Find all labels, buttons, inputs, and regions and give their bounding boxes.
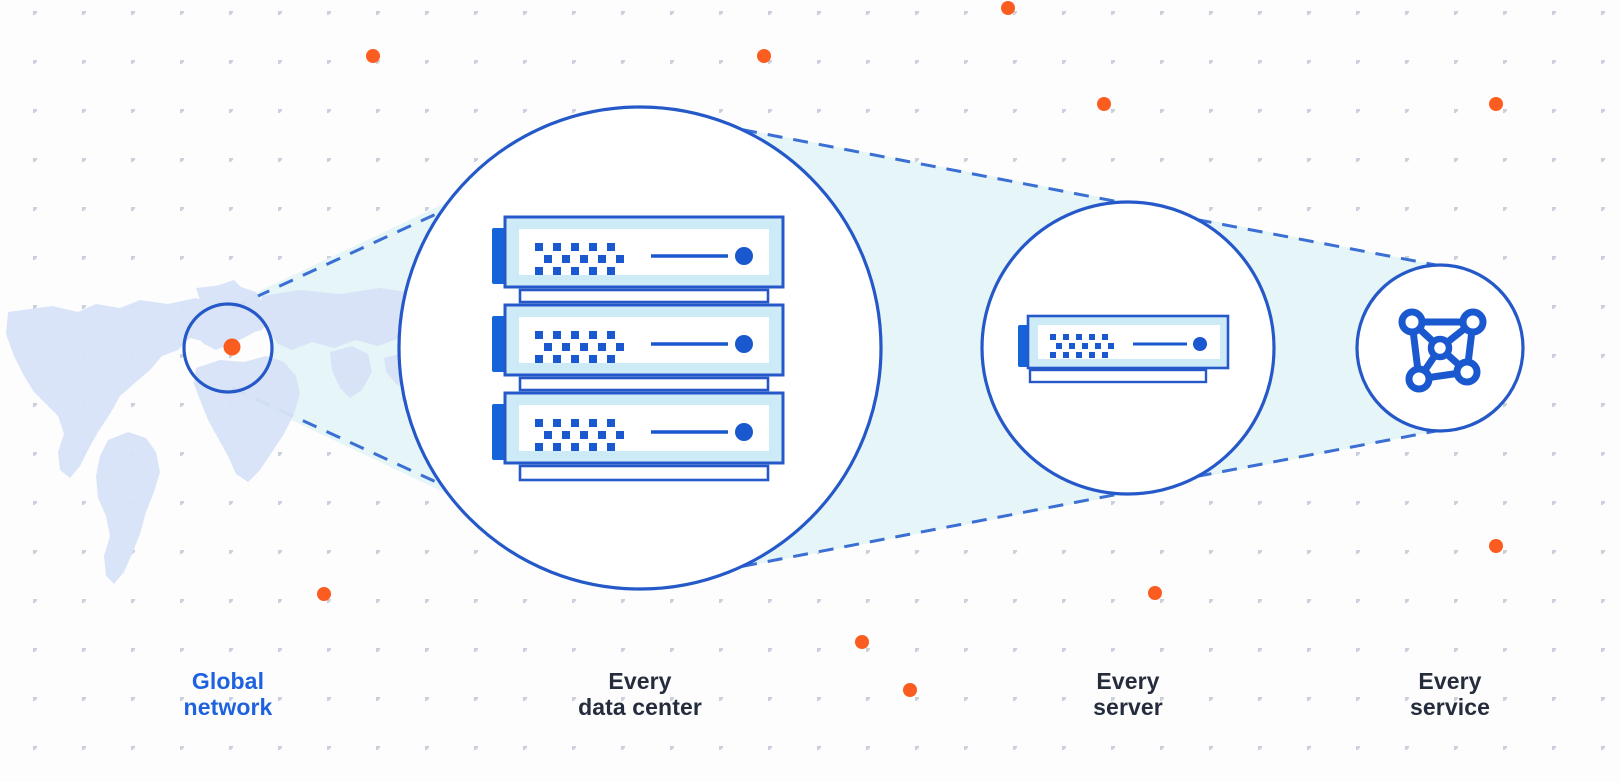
label-global-network: Global network [183, 668, 273, 720]
service-mesh-icon [1398, 308, 1487, 393]
server-vent-dots [535, 331, 624, 363]
rack-base-bar [518, 464, 770, 482]
mesh-node [1398, 308, 1426, 336]
accent-dot [1489, 97, 1503, 111]
server-base-bar [1028, 368, 1208, 384]
global-network-marker-dot [223, 338, 241, 356]
accent-dot [1001, 1, 1015, 15]
rack-connector-bar [518, 288, 770, 304]
server-unit-1 [492, 215, 785, 304]
label-every-server: Every server [1093, 668, 1163, 720]
server-unit-3 [492, 391, 785, 482]
server-rack-icon [492, 215, 785, 482]
circle-global-network [182, 302, 274, 394]
accent-dot [1489, 539, 1503, 553]
server-unit-2 [492, 303, 785, 392]
server-status-led [735, 423, 753, 441]
mesh-node [1405, 365, 1433, 393]
label-every-service: Every service [1410, 668, 1490, 720]
server-vent-dots [1050, 334, 1114, 358]
server-status-led [735, 335, 753, 353]
accent-dot-layer [317, 1, 1503, 697]
server-status-led [1193, 337, 1207, 351]
accent-dot [1148, 586, 1162, 600]
server-vent-dots [535, 419, 624, 451]
mesh-node-center [1427, 335, 1453, 361]
label-every-data-center: Every data center [578, 668, 702, 720]
rack-connector-bar [518, 376, 770, 392]
accent-dot [317, 587, 331, 601]
accent-dot [903, 683, 917, 697]
accent-dot [1097, 97, 1111, 111]
single-server-icon [1018, 314, 1230, 384]
server-vent-dots [535, 243, 624, 275]
server-status-led [735, 247, 753, 265]
mesh-node [1459, 308, 1487, 336]
accent-dot [855, 635, 869, 649]
accent-dot [757, 49, 771, 63]
mesh-node [1453, 358, 1481, 386]
accent-dot [366, 49, 380, 63]
